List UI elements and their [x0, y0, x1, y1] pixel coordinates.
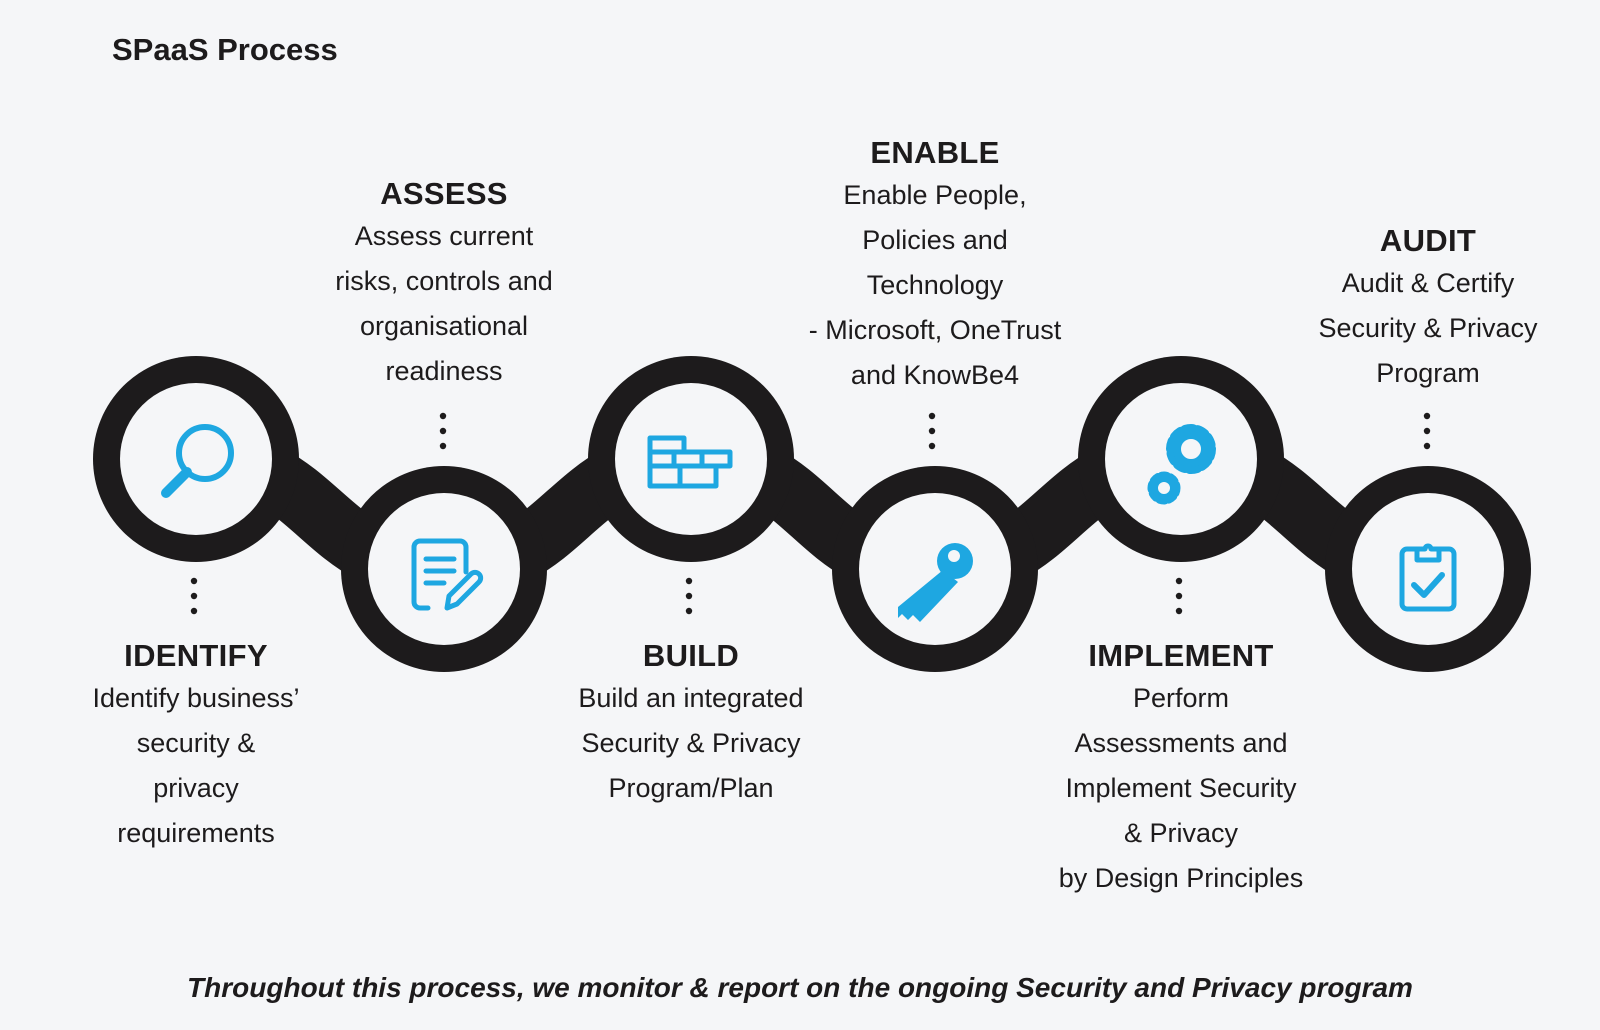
page-title: SPaaS Process	[112, 32, 338, 67]
connector-dot	[190, 577, 198, 585]
gears-icon	[1147, 424, 1216, 505]
step-heading: IMPLEMENT	[1088, 638, 1274, 673]
connector-dot	[439, 442, 447, 450]
connector-dot	[1423, 412, 1431, 420]
step-heading: ASSESS	[380, 176, 508, 211]
step-heading: ENABLE	[870, 135, 1000, 170]
step-description-line: Assess current	[354, 221, 534, 251]
document-edit-icon	[411, 538, 484, 611]
magnifier-icon	[161, 424, 234, 498]
connector-dot	[190, 607, 198, 615]
connector-dot	[685, 577, 693, 585]
ring-inner-audit	[1352, 493, 1504, 645]
step-description-line: Policies and	[862, 225, 1008, 255]
step-description-line: Program/Plan	[608, 773, 774, 803]
step-description-line: & Privacy	[1123, 818, 1239, 848]
step-description-line: Assessments and	[1074, 728, 1288, 758]
connector-dot	[928, 412, 936, 420]
connector-dot	[1423, 442, 1431, 450]
step-identify: IDENTIFY Identify business’ security & priv…	[36, 636, 356, 856]
step-description-line: readiness	[385, 356, 503, 386]
step-description-line: risks, controls and	[335, 266, 553, 296]
ring-inner-build	[615, 383, 767, 535]
connector-dot	[439, 412, 447, 420]
step-description-line: Security & Privacy	[1318, 313, 1538, 343]
connector-dot	[928, 427, 936, 435]
step-description-line: Implement Security	[1065, 773, 1297, 803]
step-description-line: Security & Privacy	[581, 728, 801, 758]
connector-dot	[1423, 427, 1431, 435]
step-description-line: Audit & Certify	[1341, 268, 1515, 298]
connector-dot	[685, 592, 693, 600]
step-description-line: by Design Principles	[1058, 863, 1304, 893]
step-description-line: requirements	[117, 818, 275, 848]
step-description-line: security &	[136, 728, 256, 758]
step-description-line: organisational	[359, 311, 529, 341]
step-description-line: Build an integrated	[578, 683, 804, 713]
ring-inner-identify	[120, 383, 272, 535]
step-description-line: - Microsoft, OneTrust	[808, 315, 1062, 345]
step-heading: IDENTIFY	[124, 638, 268, 673]
connector-dot	[439, 427, 447, 435]
step-description-line: privacy	[153, 773, 239, 803]
connector-dot	[1175, 592, 1183, 600]
step-heading: AUDIT	[1379, 223, 1477, 258]
clipboard-check-icon	[1399, 543, 1457, 612]
step-description-line: Perform	[1132, 683, 1230, 713]
connector-dot	[685, 607, 693, 615]
step-description-line: Technology	[866, 270, 1004, 300]
connector-dot	[1175, 577, 1183, 585]
key-icon	[898, 543, 973, 622]
ring-inner-enable	[859, 493, 1011, 645]
footer-note: Throughout this process, we monitor & re…	[187, 972, 1413, 1003]
step-description-line: Identify business’	[92, 683, 300, 713]
step-description-line: and KnowBe4	[850, 360, 1020, 390]
step-heading: BUILD	[642, 638, 740, 673]
connector-dot	[1175, 607, 1183, 615]
step-description-line: Enable People,	[843, 180, 1027, 210]
connector-dot	[928, 442, 936, 450]
brick-wall-icon	[647, 435, 733, 489]
step-assess: ASSESS Assess current risks, controls and o…	[284, 174, 604, 394]
step-description-line: Program	[1376, 358, 1480, 388]
connector-dot	[190, 592, 198, 600]
